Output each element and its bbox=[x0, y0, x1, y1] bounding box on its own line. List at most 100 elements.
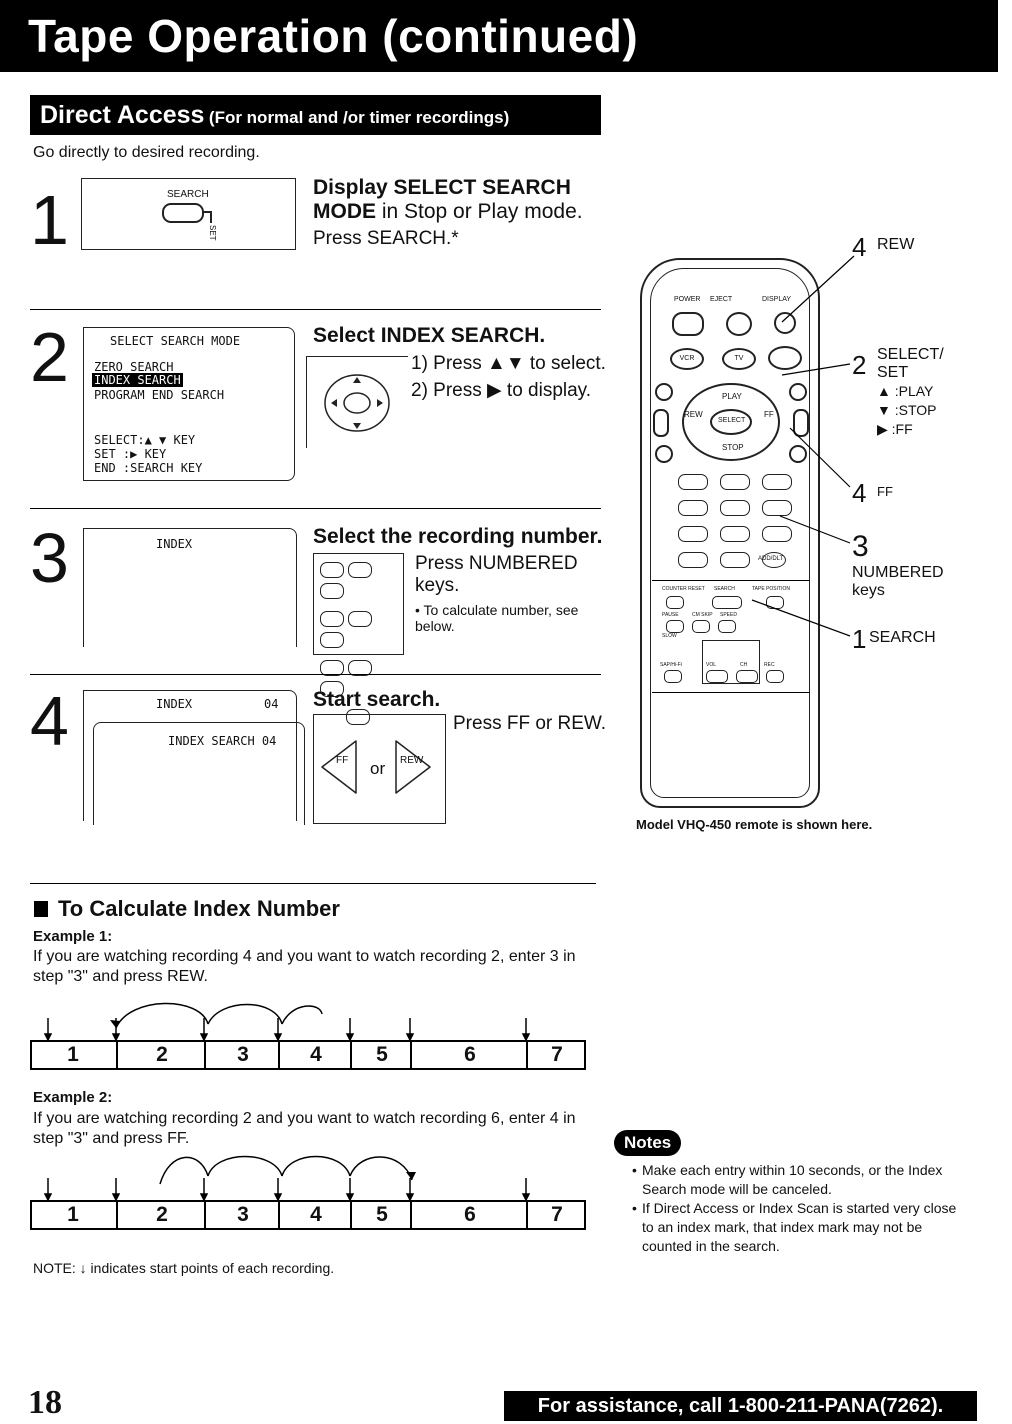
callout-ff-num: 4 bbox=[852, 478, 867, 508]
callout-stop: ▼ :STOP bbox=[877, 402, 937, 418]
notes-list: •Make each entry within 10 seconds, or t… bbox=[632, 1161, 962, 1256]
rew-label: REW bbox=[400, 755, 424, 766]
remote-counter-reset-button bbox=[666, 596, 684, 609]
rew-button-icon bbox=[395, 740, 431, 794]
remote-ch-label: CH bbox=[740, 662, 748, 668]
example1-title: Example 1: bbox=[33, 928, 113, 945]
example2-start-markers bbox=[43, 1178, 531, 1202]
ff-label: FF bbox=[336, 755, 349, 766]
remote-key-1 bbox=[678, 474, 708, 490]
step4-inner-screen: INDEX SEARCH 04 bbox=[93, 722, 305, 825]
step1-instruction: Press SEARCH.* bbox=[313, 228, 459, 249]
remote-key-6 bbox=[762, 500, 792, 516]
remote-key-2 bbox=[720, 474, 750, 490]
section-title-sub: (For normal and /or timer recordings) bbox=[208, 108, 510, 127]
remote-add-dlt-button bbox=[762, 552, 786, 568]
remote-search-label: SEARCH bbox=[714, 586, 735, 592]
remote-cm-skip-button bbox=[692, 620, 710, 633]
callout-play: ▲ :PLAY bbox=[877, 383, 934, 399]
key-5-icon bbox=[348, 611, 372, 627]
example2-title: Example 2: bbox=[33, 1089, 113, 1106]
key-8-icon bbox=[348, 660, 372, 676]
remote-control: POWER EJECT DISPLAY VCR TV PLAY STOP FF … bbox=[640, 258, 820, 808]
step-number-2: 2 bbox=[30, 318, 69, 396]
example1-strip: 1 2 3 4 5 6 7 bbox=[30, 1040, 586, 1070]
remote-vcr-cable-button bbox=[768, 346, 802, 370]
strip-cell: 6 bbox=[410, 1040, 528, 1070]
remote-play-label: PLAY bbox=[722, 392, 742, 401]
hint-select: SELECT:▲ ▼ KEY bbox=[94, 433, 196, 447]
divider bbox=[30, 674, 601, 675]
remote-key-5 bbox=[720, 500, 750, 516]
strip-cell: 6 bbox=[410, 1200, 528, 1230]
remote-inner-outline bbox=[650, 268, 810, 798]
step3-note: • To calculate number, see below. bbox=[415, 602, 579, 634]
menu-item-index-selected: INDEX SEARCH bbox=[92, 373, 183, 387]
remote-key-9 bbox=[762, 526, 792, 542]
step2-illustration bbox=[306, 356, 408, 448]
remote-key-100 bbox=[678, 552, 708, 568]
step1-heading: Display SELECT SEARCH MODE in Stop or Pl… bbox=[313, 176, 583, 223]
remote-counter-reset-label: COUNTER RESET bbox=[662, 586, 705, 592]
step3-screen: INDEX bbox=[83, 528, 297, 647]
remote-power-label: POWER bbox=[674, 296, 701, 303]
remote-power-button bbox=[672, 312, 704, 336]
connector-line bbox=[202, 211, 212, 213]
divider bbox=[30, 883, 596, 884]
strip-cell: 1 bbox=[67, 1203, 79, 1226]
remote-ff-label: FF bbox=[764, 410, 774, 419]
menu-item-program-end: PROGRAM END SEARCH bbox=[94, 388, 225, 402]
strip-cell: 4 bbox=[278, 1040, 352, 1070]
step1-illustration: SEARCH SET bbox=[81, 178, 296, 250]
key-3-icon bbox=[320, 583, 344, 599]
remote-key-0 bbox=[720, 552, 750, 568]
strip-cell: 1 bbox=[67, 1043, 79, 1066]
step-number-4: 4 bbox=[30, 682, 69, 760]
callout-rew-text: REW bbox=[877, 236, 915, 253]
remote-nav-cluster-icon bbox=[653, 383, 809, 463]
divider bbox=[30, 309, 601, 310]
remote-callout-lines bbox=[751, 255, 855, 637]
remote-vol-button bbox=[706, 670, 728, 683]
remote-sap-label: SAP/Hi-Fi bbox=[660, 662, 682, 668]
remote-cm-skip-label: CM SKIP bbox=[692, 612, 713, 618]
example2-text: If you are watching recording 2 and you … bbox=[33, 1110, 576, 1147]
section-title-main: Direct Access bbox=[40, 101, 205, 129]
strip-cell: 2 bbox=[116, 1040, 206, 1070]
strip-cell: 3 bbox=[204, 1040, 280, 1070]
callout-select-num: 2 bbox=[852, 350, 867, 380]
example1-text: If you are watching recording 4 and you … bbox=[33, 948, 576, 985]
remote-rec-label: REC bbox=[764, 662, 775, 668]
example2-strip: 1 2 3 4 5 6 7 bbox=[30, 1200, 586, 1230]
remote-key-7 bbox=[678, 526, 708, 542]
notes-label: Notes bbox=[614, 1130, 682, 1156]
step2-screen: SELECT SEARCH MODE ZERO SEARCH INDEX SEA… bbox=[83, 327, 295, 481]
page-number: 18 bbox=[28, 1384, 62, 1421]
calc-note: NOTE: ↓ indicates start points of each r… bbox=[33, 1260, 335, 1276]
remote-stop-label: STOP bbox=[722, 443, 744, 452]
step1-text: Display SELECT SEARCH MODE in Stop or Pl… bbox=[313, 176, 603, 250]
strip-border bbox=[30, 1200, 586, 1230]
strip-cell: 4 bbox=[278, 1200, 352, 1230]
remote-key-8 bbox=[720, 526, 750, 542]
screen-index-search: INDEX SEARCH 04 bbox=[168, 734, 277, 748]
menu-item-zero: ZERO SEARCH bbox=[94, 360, 174, 374]
callout-ff-text: FF bbox=[877, 484, 893, 499]
remote-tape-position-label: TAPE POSITION bbox=[752, 586, 790, 592]
callout-rew-num: 4 bbox=[852, 232, 867, 262]
remote-select-label: SELECT bbox=[718, 417, 746, 424]
note-item: •If Direct Access or Index Scan is start… bbox=[632, 1200, 957, 1254]
key-6-icon bbox=[320, 632, 344, 648]
ff-rew-illustration: FF or REW bbox=[313, 714, 446, 824]
connector-line-v bbox=[210, 211, 212, 223]
remote-pause-button bbox=[666, 620, 684, 633]
remote-ch-button bbox=[736, 670, 758, 683]
key-1-icon bbox=[320, 562, 344, 578]
strip-cell: 3 bbox=[204, 1200, 280, 1230]
remote-rec-button bbox=[766, 670, 784, 683]
remote-slow-label: SLOW bbox=[662, 633, 677, 639]
numbered-keys-illustration bbox=[313, 553, 404, 725]
callout-select-text: SELECT/ SET bbox=[877, 346, 944, 381]
remote-keypad bbox=[678, 474, 796, 578]
remote-caption: Model VHQ-450 remote is shown here. bbox=[636, 817, 873, 832]
